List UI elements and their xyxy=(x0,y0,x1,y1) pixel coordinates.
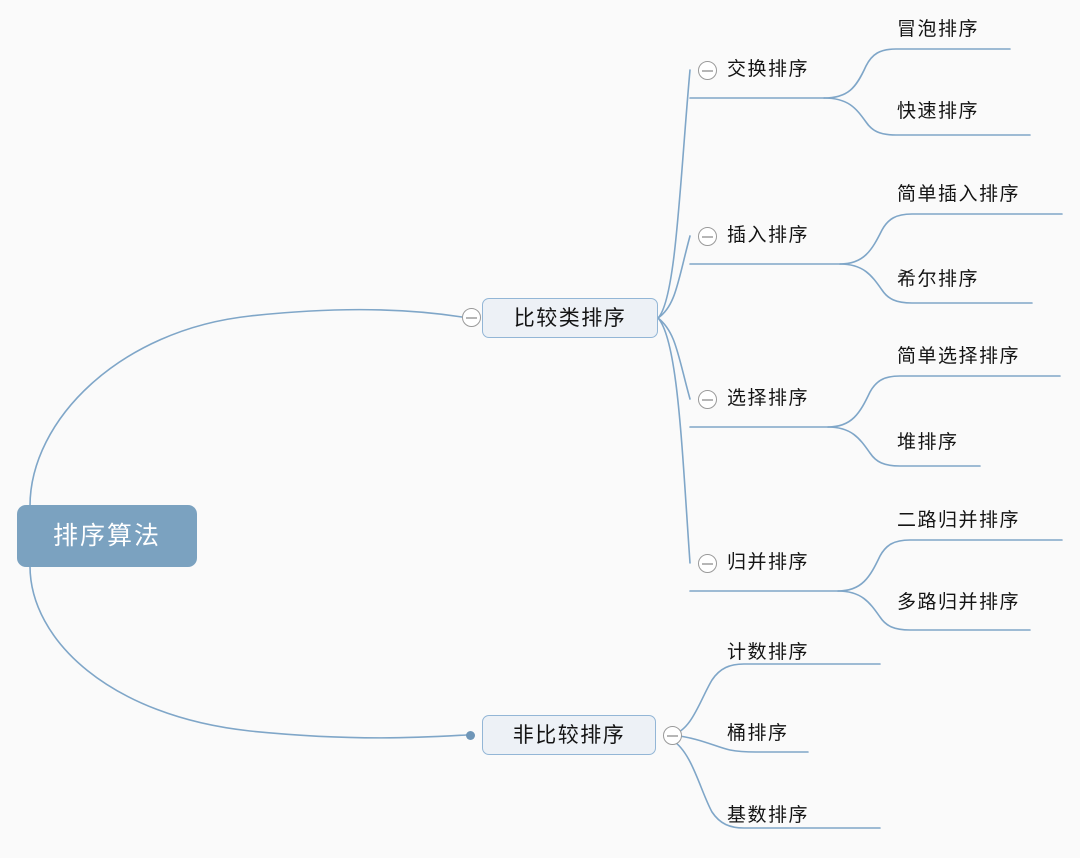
edge-exchange-to-bubble xyxy=(823,48,1011,99)
root-node-label: 排序算法 xyxy=(52,522,161,550)
node-insertion-sort[interactable]: 插入排序 xyxy=(727,225,810,246)
collapse-toggle-compare[interactable] xyxy=(462,308,481,327)
leaf-two-way-merge-sort[interactable]: 二路归并排序 xyxy=(897,510,1021,531)
node-noncompare-sort[interactable]: 非比较排序 xyxy=(482,715,656,755)
collapse-toggle-exchange[interactable] xyxy=(698,61,717,80)
collapse-toggle-selection[interactable] xyxy=(698,390,717,409)
leaf-quick-sort[interactable]: 快速排序 xyxy=(897,101,980,122)
node-compare-sort[interactable]: 比较类排序 xyxy=(482,298,658,338)
leaf-counting-sort[interactable]: 计数排序 xyxy=(727,642,810,663)
edge-insertion-to-simple xyxy=(839,213,1063,265)
node-merge-sort[interactable]: 归并排序 xyxy=(727,552,810,573)
node-selection-sort[interactable]: 选择排序 xyxy=(727,388,810,409)
edge-compare-to-selection xyxy=(657,317,691,400)
leaf-heap-sort[interactable]: 堆排序 xyxy=(897,432,959,453)
collapse-toggle-merge[interactable] xyxy=(698,554,717,573)
leaf-simple-selection-sort[interactable]: 简单选择排序 xyxy=(897,346,1021,367)
edge-compare-to-merge xyxy=(657,317,691,564)
collapse-toggle-noncompare[interactable] xyxy=(663,726,682,745)
leaf-shell-sort[interactable]: 希尔排序 xyxy=(897,269,980,290)
collapse-toggle-insertion[interactable] xyxy=(698,227,717,246)
leaf-bucket-sort[interactable]: 桶排序 xyxy=(727,723,789,744)
edge-selection-to-simple-selection xyxy=(827,375,1061,428)
leaf-multi-way-merge-sort[interactable]: 多路归并排序 xyxy=(897,592,1021,613)
leaf-bubble-sort[interactable]: 冒泡排序 xyxy=(897,19,980,40)
connector-dot-noncompare xyxy=(466,731,475,740)
leaf-radix-sort[interactable]: 基数排序 xyxy=(727,805,810,826)
node-noncompare-sort-label: 非比较排序 xyxy=(512,722,626,747)
root-node[interactable]: 排序算法 xyxy=(17,505,197,567)
edge-root-to-compare xyxy=(29,308,463,507)
node-exchange-sort[interactable]: 交换排序 xyxy=(727,59,810,80)
edge-merge-to-two-way xyxy=(837,539,1063,592)
edge-compare-to-exchange xyxy=(657,69,691,319)
node-compare-sort-label: 比较类排序 xyxy=(513,305,627,330)
edge-compare-to-insertion xyxy=(657,235,691,319)
leaf-simple-insertion-sort[interactable]: 简单插入排序 xyxy=(897,184,1021,205)
edge-root-to-noncompare xyxy=(29,565,467,739)
